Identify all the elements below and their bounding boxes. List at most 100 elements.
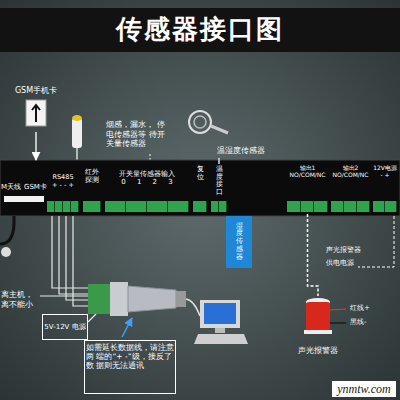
terminal-screw [287,201,301,212]
node-label: + - - + [52,182,74,190]
temperature-probe-cable [189,111,211,133]
node-label: 12V电源 - + [373,164,397,178]
terminal-screw [147,201,168,212]
power-wire [88,314,96,322]
note-label: 离主机， 离不能小 [1,290,37,309]
humidity-sensor: 湿度传感器 [226,216,252,268]
infrared-sensor-icon [72,118,82,148]
node-label: 声光报警器 [298,346,338,356]
output-terminal: 输出2 NO/COM/NC [330,162,371,214]
supply-wire [358,216,394,267]
terminal-screw [193,201,207,212]
remote-cable [40,296,88,297]
antenna-label: M天线 [1,183,21,191]
note-box: 如需延长数据线，请注意两 端的“+ -”级，接反了数 据则无法通讯 [84,340,176,394]
terminal-strip [373,201,397,212]
terminal-screw [168,201,189,212]
antenna-plug [1,247,11,257]
switch-input-terminal: 开关量传感器输入0 1 2 3 [104,168,190,214]
temperature-terminal: 温度接口 [210,164,228,214]
sound-light-alarm: 声光报警器 [290,296,346,358]
note-arrow [122,318,132,337]
terminal-strip [47,201,79,212]
infrared-wire [76,148,78,160]
node-label: 开关量传感器输入 [119,170,175,178]
db9-connector [128,286,176,312]
sim-card: GSM手机卡 [6,84,66,132]
terminal-screw [83,201,101,212]
connector [218,158,220,164]
monitor [200,300,240,328]
terminal-strip [193,201,207,212]
node-label: 湿度传感器 [236,223,243,261]
terminal-screw [219,201,227,212]
terminal-screw [47,201,55,212]
infrared-terminal: 红外探测 [82,166,102,214]
terminal-screw [211,201,219,212]
power-terminal: 12V电源 - + [372,162,398,214]
db9-plug [176,291,186,307]
node-label: 如需延长数据线，请注意两 端的“+ -”级，接反了数 据则无法通讯 [86,343,174,370]
rs485-terminal: RS485+ - - + [46,172,80,214]
power-box: 5V-12V 电源 [42,314,88,340]
terminal-strip [331,201,370,212]
connector [308,214,319,296]
black-wire [330,322,346,323]
output-terminal: 输出1 NO/COM/NC [286,162,329,214]
terminal-screw [55,201,63,212]
node-label: 输出1 NO/COM/NC [287,164,328,178]
terminal-screw [344,201,357,212]
title-text: 传感器接口图 [0,12,400,47]
temperature-sensor: 温湿度传感器 [186,106,266,158]
terminal-screw [331,201,344,212]
terminal-screw [385,201,397,212]
node-label: 0 1 2 3 [121,178,173,186]
wire-label: 红线+ [350,304,370,312]
watermark: ynmtw.com [332,381,396,397]
sim-card-icon [26,100,46,126]
rs485-wires [52,216,88,306]
node-label: 红外探测 [85,168,100,185]
terminal-strip [287,201,328,212]
alarm-icon [306,302,330,332]
monitor-stand [215,328,225,333]
node-label: GSM手机卡 [15,86,57,96]
monitor-screen [204,303,236,324]
node-label: RS485 [52,174,73,182]
terminal-screw [301,201,315,212]
connector [35,132,37,160]
node-label: 温度接口 [216,166,223,197]
terminal-screw [373,201,385,212]
alarm-base [304,330,332,334]
terminal-strip [105,201,189,212]
infrared-sensor-cap [72,115,82,121]
terminal-screw [357,201,370,212]
title-band [0,8,400,52]
pc-cable [186,299,200,316]
node-label: GSM卡 [24,183,47,191]
host-panel [0,160,400,216]
terminal-screw [63,201,71,212]
note-label: 烟感，漏水， 停电传感器等 待开关量传感器 [106,120,168,149]
terminal-screw [71,201,79,212]
host-panel: GSM卡RS485+ - - +红外探测开关量传感器输入0 1 2 3复位温度接… [0,160,400,216]
converter-body [110,282,128,316]
terminal-strip [83,201,101,212]
terminal-screw [314,201,328,212]
keyboard [194,334,248,344]
gsm-card-slot [4,196,44,202]
reset-terminal: 复位 [192,164,208,214]
terminal-screw [126,201,147,212]
node-label: 输出2 NO/COM/NC [331,164,370,178]
wire-label: 声光报警器 [326,246,361,254]
temperature-probe-coil [194,116,206,128]
temperature-probe-tip [211,126,228,133]
terminal-screw [105,201,126,212]
wire-label: 黑线- [350,318,367,326]
node-label: 复位 [197,166,204,181]
red-wire [330,309,346,310]
wire-label: 供电电源 [326,259,354,267]
